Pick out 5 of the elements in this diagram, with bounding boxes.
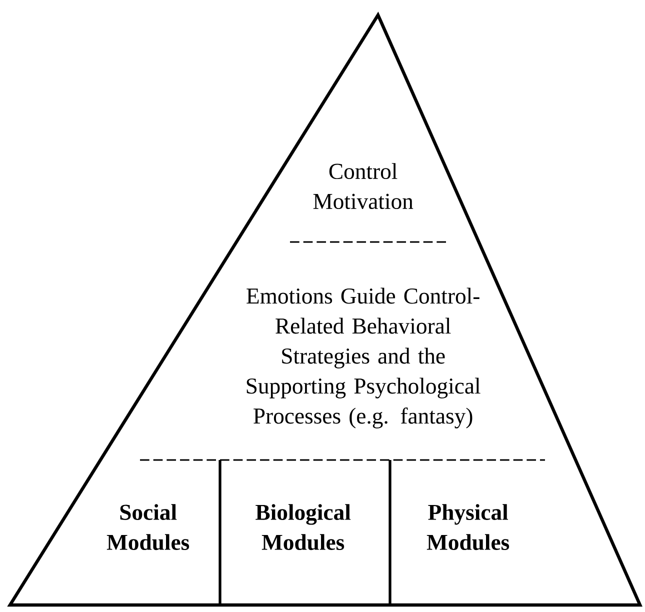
band-label: Control Motivation <box>313 163 414 210</box>
module-label: Social Modules <box>106 504 190 550</box>
module-label: Physical Modules <box>426 504 510 550</box>
module-label: Biological Modules <box>256 504 351 550</box>
band-label: Emotions Guide Control-Related Behavioral Strategies and the Supporting Psychological Processes (e.g. fantasy) <box>246 288 480 428</box>
